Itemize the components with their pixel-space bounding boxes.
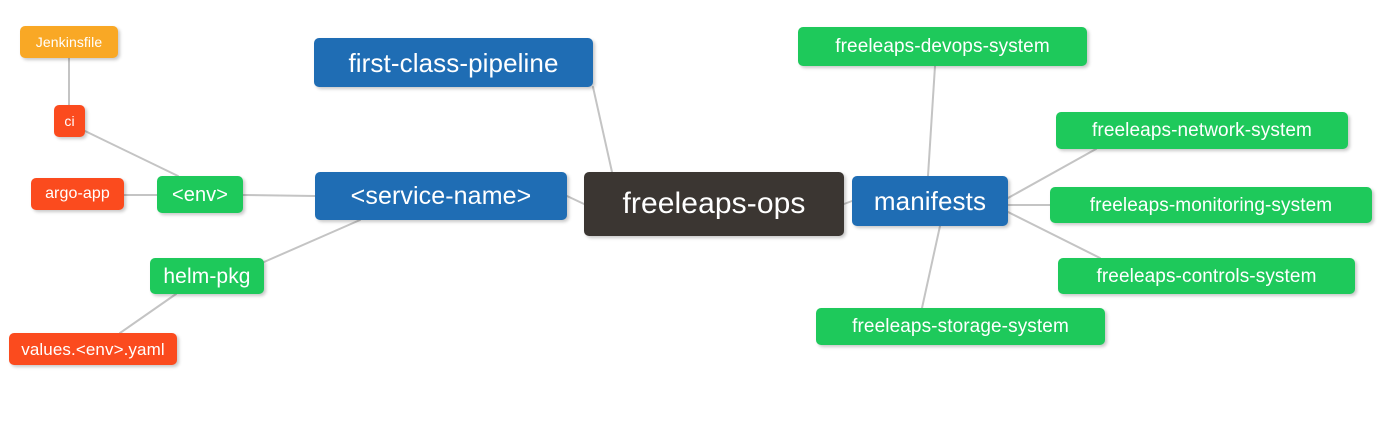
node-freeleaps-network-system[interactable]: freeleaps-network-system [1056, 112, 1348, 149]
node-argo-app[interactable]: argo-app [31, 178, 124, 210]
edge-manifests-to-freeleaps-storage-system [921, 225, 941, 309]
node-jenkinsfile[interactable]: Jenkinsfile [20, 26, 118, 58]
node-freeleaps-ops[interactable]: freeleaps-ops [584, 172, 844, 236]
node-values-env-yaml[interactable]: values.<env>.yaml [9, 333, 177, 365]
node-service-name[interactable]: <service-name> [315, 172, 567, 220]
edge-service-name-to-helm-pkg [263, 219, 361, 263]
edge-env-to-ci [84, 130, 179, 177]
edge-manifests-to-freeleaps-devops-system [927, 65, 936, 177]
node-ci[interactable]: ci [54, 105, 85, 137]
edge-service-name-to-env [242, 194, 316, 197]
node-freeleaps-devops-system[interactable]: freeleaps-devops-system [798, 27, 1087, 66]
node-freeleaps-controls-system[interactable]: freeleaps-controls-system [1058, 258, 1355, 294]
node-helm-pkg[interactable]: helm-pkg [150, 258, 264, 294]
node-manifests[interactable]: manifests [852, 176, 1008, 226]
edge-freeleaps-ops-to-manifests [843, 200, 853, 205]
node-env[interactable]: <env> [157, 176, 243, 213]
node-freeleaps-storage-system[interactable]: freeleaps-storage-system [816, 308, 1105, 345]
edge-freeleaps-ops-to-first-class-pipeline [592, 86, 613, 173]
edge-helm-pkg-to-values-env-yaml [119, 293, 177, 334]
node-freeleaps-monitoring-system[interactable]: freeleaps-monitoring-system [1050, 187, 1372, 223]
node-first-class-pipeline[interactable]: first-class-pipeline [314, 38, 593, 87]
edge-freeleaps-ops-to-service-name [566, 195, 585, 205]
